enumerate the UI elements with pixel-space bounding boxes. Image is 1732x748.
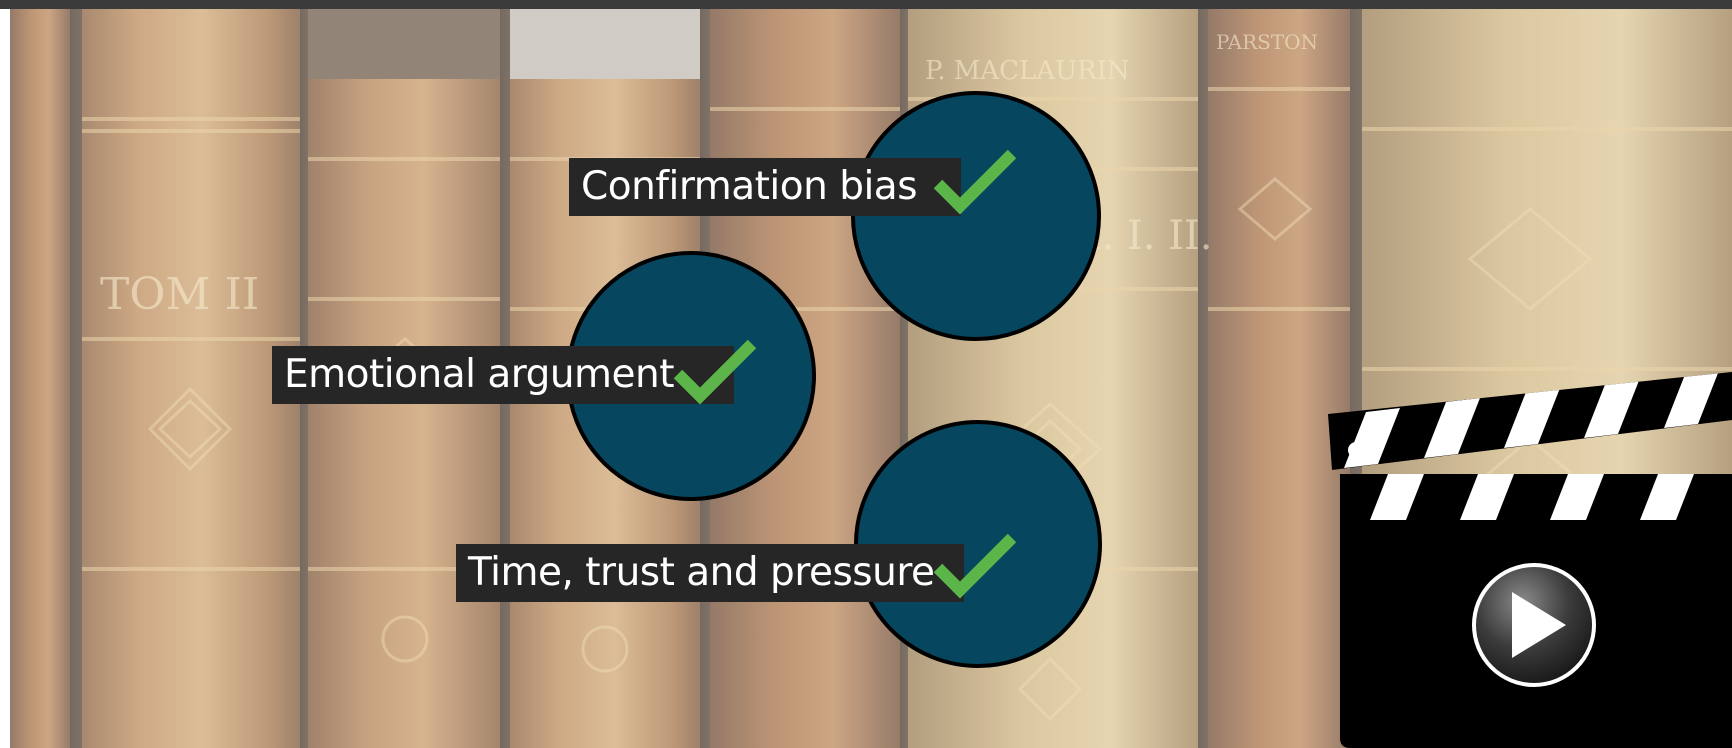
svg-text:P. MACLAURIN: P. MACLAURIN — [925, 56, 1130, 86]
topic-label-text: Emotional argument — [284, 352, 675, 397]
topic-label-text: Time, trust and pressure — [468, 550, 935, 595]
topic-label-confirmation-bias: Confirmation bias — [569, 158, 961, 216]
top-edge-bar — [0, 0, 1732, 9]
topic-label-time-trust-pressure: Time, trust and pressure — [456, 544, 964, 602]
check-icon — [933, 533, 1017, 599]
clapperboard-icon[interactable] — [1328, 372, 1732, 748]
check-icon — [933, 149, 1017, 215]
svg-text:PARSTON: PARSTON — [1216, 30, 1318, 54]
topic-bubble-confirmation — [851, 91, 1101, 341]
svg-text:TOM II: TOM II — [100, 269, 259, 320]
check-icon — [673, 339, 757, 405]
topic-label-text: Confirmation bias — [581, 164, 918, 209]
topic-label-emotional-argument: Emotional argument — [272, 346, 734, 404]
play-button-icon — [1472, 563, 1596, 687]
